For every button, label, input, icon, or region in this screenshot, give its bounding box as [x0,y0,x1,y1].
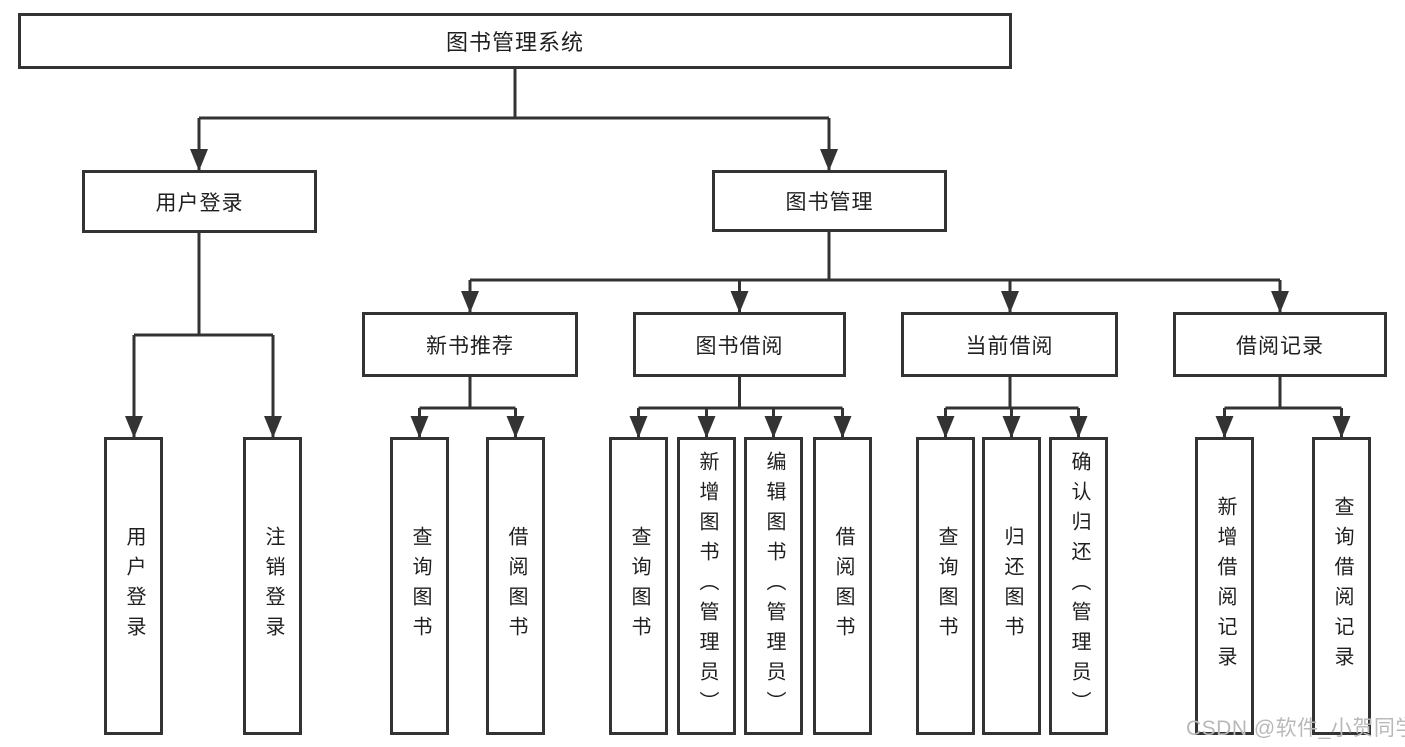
node-borrow-records: 借阅记录 [1173,312,1387,377]
node-return-book: 归还图书 [982,437,1041,735]
connector-book-management [461,232,1289,313]
connector-current-borrow [936,377,1088,438]
connector-book-borrow [629,377,852,438]
node-recommend-borrow-books: 借阅图书 [486,437,545,735]
connector-root [190,69,838,171]
csdn-watermark: CSDN @软件_小贺同学 [1186,717,1405,740]
node-book-management: 图书管理 [712,170,947,232]
node-query-borrow-record: 查询借阅记录 [1312,437,1371,735]
node-confirm-return-admin: 确认归还（管理员） [1049,437,1108,735]
node-edit-book-admin: 编辑图书（管理员） [744,437,803,735]
node-login: 用户登录 [104,437,163,735]
node-book-borrow: 图书借阅 [633,312,846,377]
node-root: 图书管理系统 [18,13,1012,69]
node-logout: 注销登录 [243,437,302,735]
connector-borrow-records [1215,377,1351,438]
node-current-query-books: 查询图书 [916,437,975,735]
connector-user-login [125,233,282,438]
node-add-book-admin: 新增图书（管理员） [677,437,736,735]
node-borrow-borrow-books: 借阅图书 [813,437,872,735]
node-new-book-recommend: 新书推荐 [362,312,578,377]
node-add-borrow-record: 新增借阅记录 [1195,437,1254,735]
node-recommend-query-books: 查询图书 [390,437,449,735]
node-current-borrow: 当前借阅 [901,312,1118,377]
node-borrow-query-books: 查询图书 [609,437,668,735]
node-user-login: 用户登录 [82,170,317,233]
connector-new-book-recommend [410,377,525,438]
